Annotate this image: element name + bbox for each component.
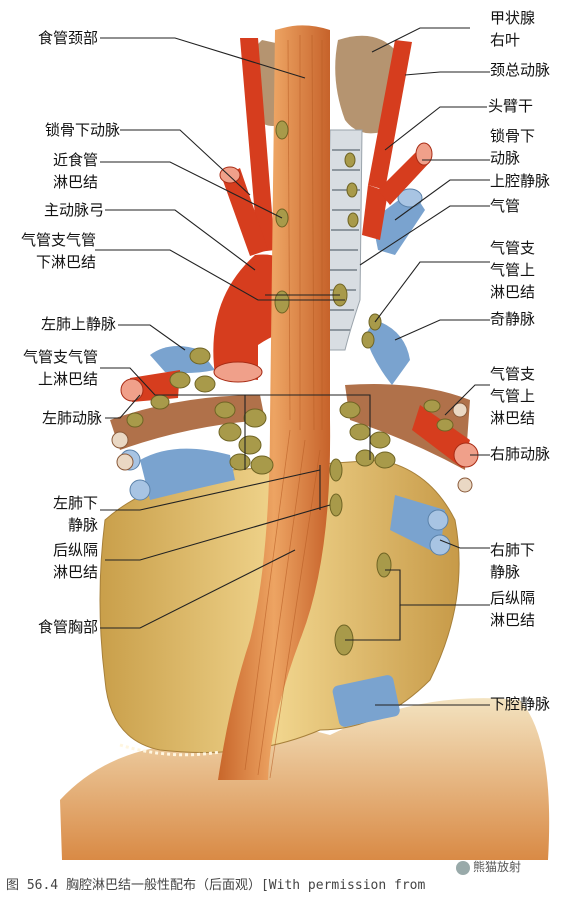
figure-caption: 图 56.4 胸腔淋巴结一般性配布（后面观）[With permission f… bbox=[6, 878, 426, 893]
label-aortic-arch: 主动脉弓 bbox=[43, 201, 104, 219]
watermark-text: 熊猫放射 bbox=[473, 860, 522, 874]
label-paraesophageal-nodes-2: 淋巴结 bbox=[52, 173, 98, 191]
label-bronchopulmonary-right-2: 气管上 bbox=[490, 387, 536, 405]
label-posterior-mediastinal-right-2: 淋巴结 bbox=[490, 611, 536, 629]
label-superior-tracheobronchial-right-1: 气管支 bbox=[490, 239, 536, 257]
esophagus bbox=[218, 25, 331, 780]
left-common-carotid bbox=[240, 38, 275, 252]
inferior-vena-cava bbox=[332, 675, 400, 727]
label-bronchopulmonary-right-3: 淋巴结 bbox=[490, 409, 536, 427]
label-inferior-vena-cava: 下腔静脉 bbox=[490, 695, 551, 713]
label-superior-vena-cava: 上腔静脉 bbox=[490, 172, 551, 190]
label-left-inferior-pulmonary-vein-2: 静脉 bbox=[67, 516, 98, 534]
leader-lines bbox=[95, 27, 490, 706]
brachiocephalic-trunk bbox=[362, 185, 388, 240]
label-thyroid-2: 右叶 bbox=[490, 31, 521, 49]
label-trachea: 气管 bbox=[490, 197, 521, 215]
diaphragm bbox=[60, 698, 550, 860]
label-bronchopulmonary-right-1: 气管支 bbox=[490, 365, 536, 383]
label-inferior-tracheobronchial-1: 气管支气管 bbox=[20, 231, 96, 249]
label-left-pulmonary-artery: 左肺动脉 bbox=[41, 409, 102, 427]
label-posterior-mediastinal-left-1: 后纵隔 bbox=[52, 541, 98, 559]
watermark: 熊猫放射 bbox=[456, 858, 521, 875]
label-superior-tracheobronchial-left-1: 气管支气管 bbox=[22, 348, 98, 366]
label-esophagus-cervical: 食管颈部 bbox=[37, 29, 98, 47]
label-paraesophageal-nodes-1: 近食管 bbox=[52, 151, 98, 169]
label-inferior-tracheobronchial-2: 下淋巴结 bbox=[35, 253, 96, 271]
azygos-vein bbox=[365, 320, 410, 385]
label-thyroid-1: 甲状腺 bbox=[490, 9, 536, 27]
label-posterior-mediastinal-right-1: 后纵隔 bbox=[490, 589, 536, 607]
label-superior-tracheobronchial-right-2: 气管上 bbox=[490, 261, 536, 279]
right-subclavian-artery bbox=[378, 150, 430, 205]
label-superior-tracheobronchial-left-2: 上淋巴结 bbox=[37, 370, 98, 388]
label-right-subclavian-2: 动脉 bbox=[490, 149, 521, 167]
wechat-icon bbox=[456, 860, 470, 875]
label-superior-tracheobronchial-right-3: 淋巴结 bbox=[490, 283, 536, 301]
label-azygos-vein: 奇静脉 bbox=[490, 310, 536, 328]
label-left-superior-pulmonary-vein: 左肺上静脉 bbox=[40, 315, 116, 333]
label-right-inferior-pulmonary-vein-2: 静脉 bbox=[490, 563, 521, 581]
label-right-inferior-pulmonary-vein-1: 右肺下 bbox=[490, 541, 536, 559]
label-left-inferior-pulmonary-vein-1: 左肺下 bbox=[52, 494, 98, 512]
left-subclavian-artery bbox=[222, 168, 268, 256]
label-brachiocephalic-trunk: 头臂干 bbox=[488, 97, 534, 115]
right-common-carotid bbox=[368, 40, 412, 190]
label-esophagus-thoracic: 食管胸部 bbox=[37, 618, 98, 636]
left-inferior-pulmonary-vein bbox=[140, 448, 235, 500]
label-right-pulmonary-artery: 右肺动脉 bbox=[490, 445, 551, 463]
label-right-subclavian-1: 锁骨下 bbox=[490, 127, 536, 145]
label-left-subclavian-artery: 锁骨下动脉 bbox=[44, 121, 120, 139]
label-posterior-mediastinal-left-2: 淋巴结 bbox=[52, 563, 98, 581]
label-common-carotid: 颈总动脉 bbox=[490, 61, 551, 79]
